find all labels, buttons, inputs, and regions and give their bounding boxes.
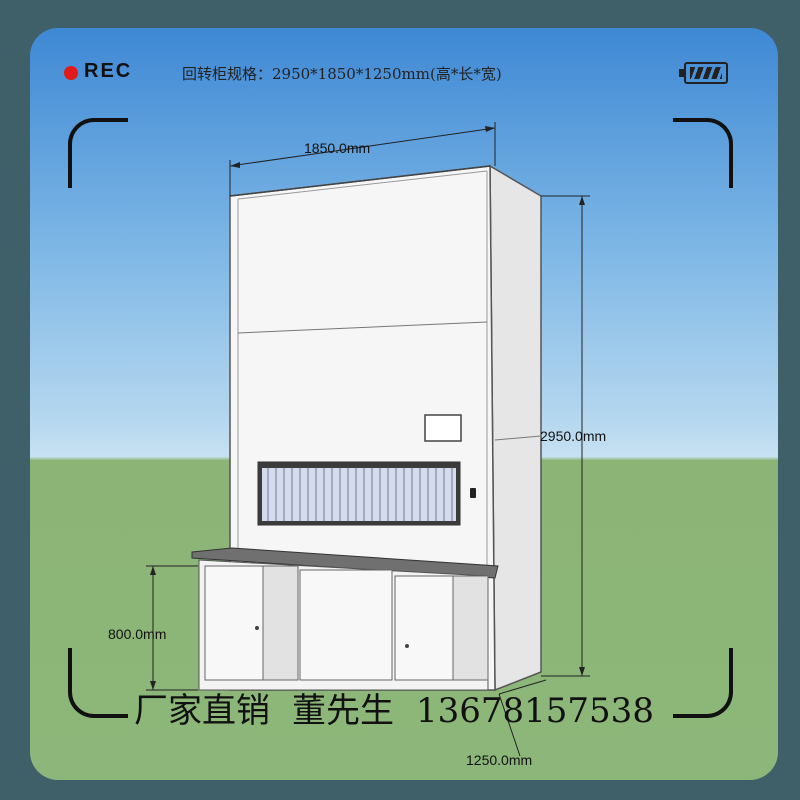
viewfinder-corner-top-left [68, 118, 128, 188]
file-binders [262, 468, 456, 521]
contact-name: 董先生 [292, 691, 394, 731]
contact-banner: 厂家直销董先生 13678157538 [134, 683, 654, 732]
depth-dimension-label: 1250.0mm [466, 752, 533, 768]
control-screen-icon [424, 414, 462, 442]
record-indicator-icon [64, 66, 78, 80]
battery-full-icon [679, 62, 728, 84]
viewfinder-corner-bottom-left [68, 648, 128, 718]
rec-label: REC [84, 60, 133, 82]
viewfinder-corner-top-right [673, 118, 733, 188]
phone-number: 13678157538 [416, 691, 654, 731]
desk-height-dimension-label: 800.0mm [108, 626, 167, 642]
height-dimension-label: 2950.0mm [540, 428, 607, 444]
spec-text: 回转柜规格：2950*1850*1250mm(高*长*宽) [182, 65, 502, 83]
viewfinder-corner-bottom-right [673, 648, 733, 718]
width-dimension-label: 1850.0mm [304, 140, 371, 156]
lock-icon [470, 488, 476, 498]
seller-label: 厂家直销 [134, 691, 270, 731]
